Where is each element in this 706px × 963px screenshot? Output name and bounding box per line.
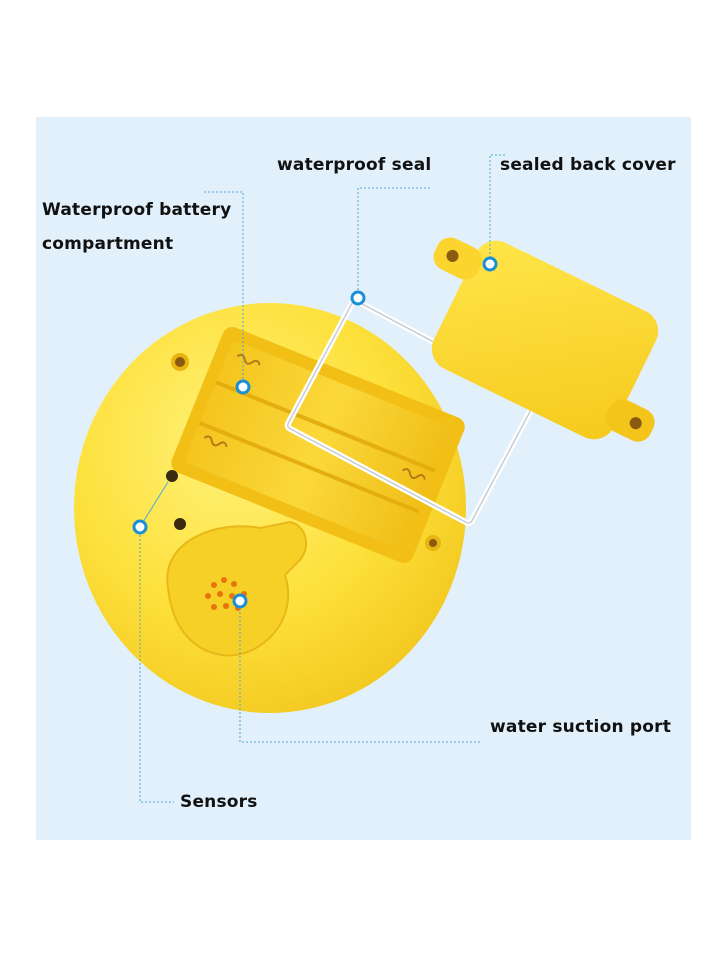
screw-hole-icon xyxy=(171,353,189,371)
label-waterproof-seal: waterproof seal xyxy=(277,155,432,175)
label-sensors: Sensors xyxy=(180,792,258,812)
leader-lines xyxy=(139,154,506,803)
sensor-pin-icon xyxy=(174,518,186,530)
sensor-pin-icon xyxy=(166,470,178,482)
marker-suction-icon xyxy=(232,593,248,609)
water-suction-plate xyxy=(166,520,308,657)
marker-cover-icon xyxy=(482,256,498,272)
label-battery-compartment: Waterproof battery compartment xyxy=(42,200,232,254)
marker-sensors-icon xyxy=(132,519,148,535)
label-sealed-back-cover: sealed back cover xyxy=(500,155,676,175)
battery-spring-icon xyxy=(203,353,426,480)
sealed-back-cover xyxy=(431,237,659,442)
marker-seal-icon xyxy=(350,290,366,306)
screw-hole-icon xyxy=(425,535,441,551)
marker-battery-icon xyxy=(235,379,251,395)
label-water-suction-port: water suction port xyxy=(490,717,672,737)
